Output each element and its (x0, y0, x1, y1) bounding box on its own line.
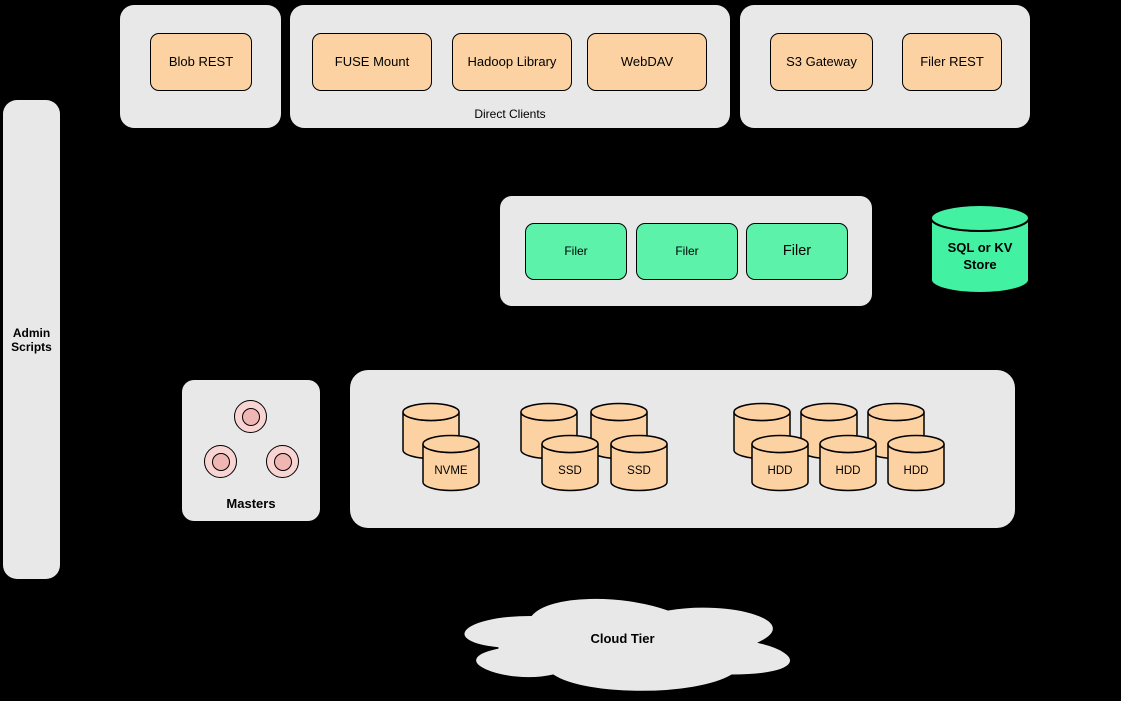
fuse-mount-node: FUSE Mount (312, 33, 432, 91)
master-node-inner-icon (241, 407, 260, 426)
hdd-disk-icon: HDD (751, 434, 809, 492)
direct-clients-group: FUSE Mount Hadoop Library WebDAV Direct … (290, 5, 730, 128)
ssd-disk-icon: SSD (541, 434, 599, 492)
ssd-disk-icon: SSD (610, 434, 668, 492)
blob-rest-node: Blob REST (150, 33, 252, 91)
master-node-inner-icon (211, 452, 230, 471)
webdav-node: WebDAV (587, 33, 707, 91)
admin-scripts-panel: Admin Scripts (3, 100, 60, 579)
volume-servers-group: NVME SSD SSD HDD (350, 370, 1015, 528)
cloud-tier-icon (463, 597, 792, 693)
hadoop-library-node: Hadoop Library (452, 33, 572, 91)
ssd-disk-label: SSD (558, 465, 582, 477)
ssd-disk-label: SSD (627, 465, 651, 477)
masters-group: Masters (182, 380, 320, 521)
master-node-icon (266, 445, 299, 478)
nvme-disk-icon: NVME (422, 434, 480, 492)
sql-kv-store-cylinder-icon (930, 204, 1030, 294)
nvme-disk-label: NVME (434, 465, 468, 477)
master-node-icon (234, 400, 267, 433)
admin-scripts-label: Admin Scripts (11, 325, 52, 354)
filer-node: Filer (636, 223, 738, 280)
hdd-disk-icon: HDD (819, 434, 877, 492)
direct-clients-label: Direct Clients (474, 107, 546, 121)
cloud-tier-label: Cloud Tier (590, 631, 655, 647)
s3-gateway-node: S3 Gateway (770, 33, 873, 91)
hdd-disk-icon: HDD (887, 434, 945, 492)
filer-rest-node: Filer REST (902, 33, 1002, 91)
gateway-group: S3 Gateway Filer REST (740, 5, 1030, 128)
master-node-inner-icon (273, 452, 292, 471)
hdd-disk-label: HDD (904, 465, 929, 477)
master-node-icon (204, 445, 237, 478)
blob-client-group: Blob REST (120, 5, 281, 128)
masters-label: Masters (226, 496, 276, 511)
filer-node: Filer (746, 223, 848, 280)
hdd-disk-label: HDD (836, 465, 861, 477)
sql-kv-store-label: SQL or KV Store (947, 239, 1013, 272)
filer-group: Filer Filer Filer (500, 196, 872, 306)
filer-node: Filer (525, 223, 627, 280)
hdd-disk-label: HDD (768, 465, 793, 477)
